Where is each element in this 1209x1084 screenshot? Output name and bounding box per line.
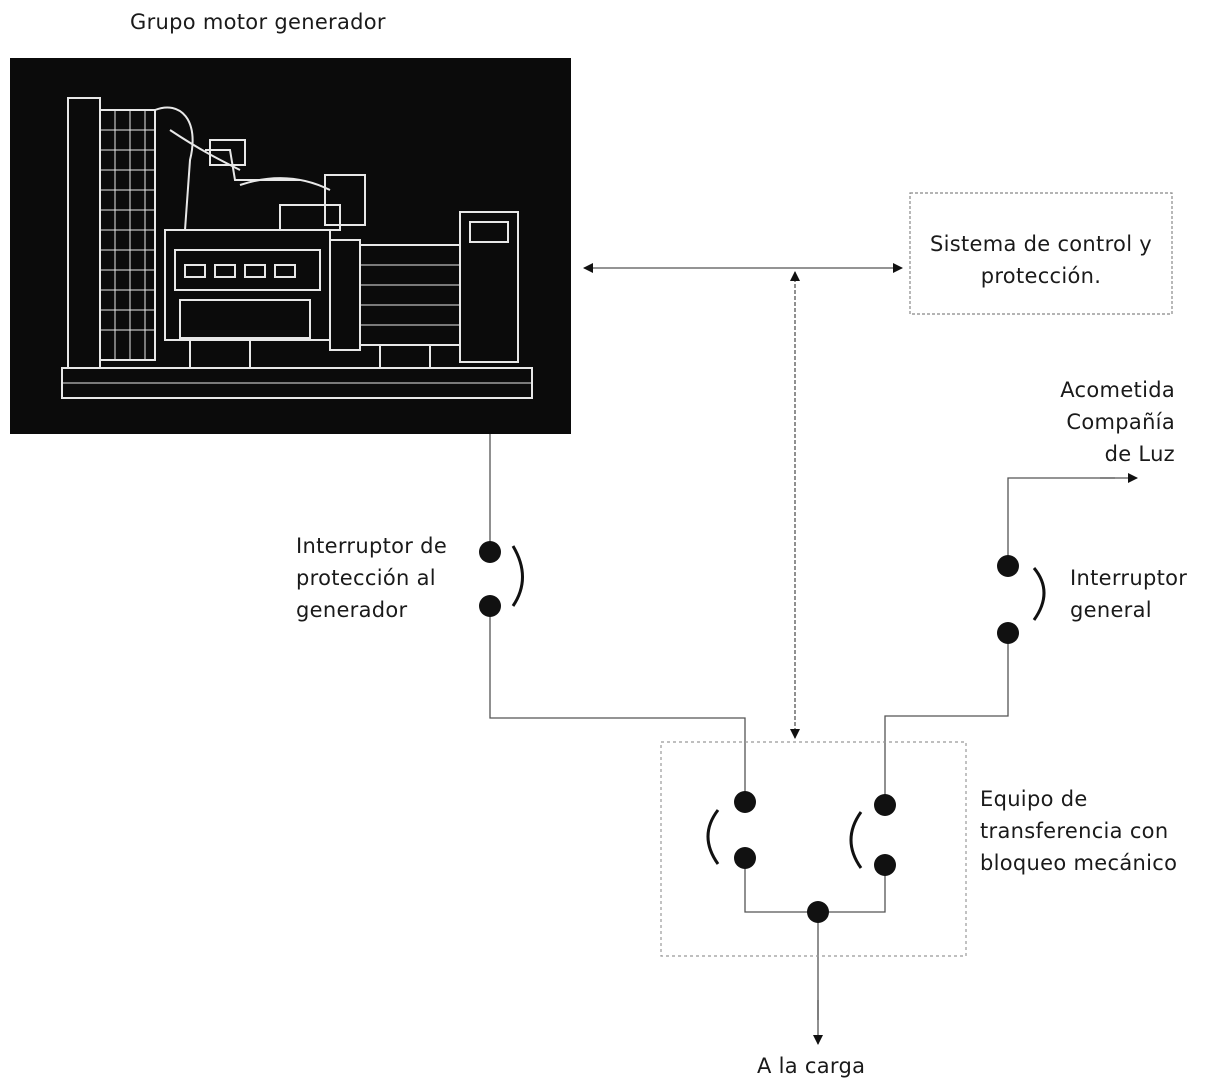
transfer-contact <box>874 794 896 816</box>
breaker-contact <box>479 595 501 617</box>
utility-label: Acometida Compañía de Luz <box>1000 374 1175 470</box>
utility-line2: Compañía <box>1066 410 1175 434</box>
transfer-equipment-box <box>660 741 967 957</box>
transfer-equipment-label: Equipo de transferencia con bloqueo mecá… <box>980 783 1177 879</box>
generator-breaker-line1: Interruptor de <box>296 534 448 558</box>
transfer-contact <box>734 847 756 869</box>
generator-breaker-line2: protección al <box>296 566 436 590</box>
load-label: A la carga <box>757 1054 866 1078</box>
breaker-contact <box>997 622 1019 644</box>
generator-breaker-label: Interruptor de protección al generador <box>296 530 447 626</box>
transfer-equipment-line1: Equipo de <box>980 787 1088 811</box>
control-system-label: Sistema de control y protección. <box>910 228 1172 292</box>
control-system-line1: Sistema de control y <box>929 232 1153 256</box>
generator-image <box>10 58 571 434</box>
transfer-equipment-line2: transferencia con <box>980 819 1169 843</box>
wires <box>489 434 1115 1020</box>
transfer-common-contact <box>807 901 829 923</box>
control-system-line2: protección. <box>980 264 1102 288</box>
main-breaker-line2: general <box>1070 598 1152 622</box>
diagram-title: Grupo motor generador <box>130 10 386 34</box>
transfer-contact <box>734 791 756 813</box>
transfer-switch-symbol <box>706 791 896 923</box>
breaker-contact <box>997 555 1019 577</box>
main-breaker-symbol <box>997 555 1046 644</box>
main-breaker-label: Interruptor general <box>1070 562 1187 626</box>
main-breaker-line1: Interruptor <box>1070 566 1188 590</box>
breaker-contact <box>479 541 501 563</box>
arrows <box>583 263 1138 1045</box>
generator-breaker-symbol <box>479 541 524 617</box>
generator-breaker-line3: generador <box>296 598 408 622</box>
transfer-equipment-line3: bloqueo mecánico <box>980 851 1178 875</box>
transfer-contact <box>874 854 896 876</box>
utility-line1: Acometida <box>1060 378 1175 402</box>
utility-line3: de Luz <box>1104 442 1175 466</box>
control-system-box <box>909 192 1173 315</box>
